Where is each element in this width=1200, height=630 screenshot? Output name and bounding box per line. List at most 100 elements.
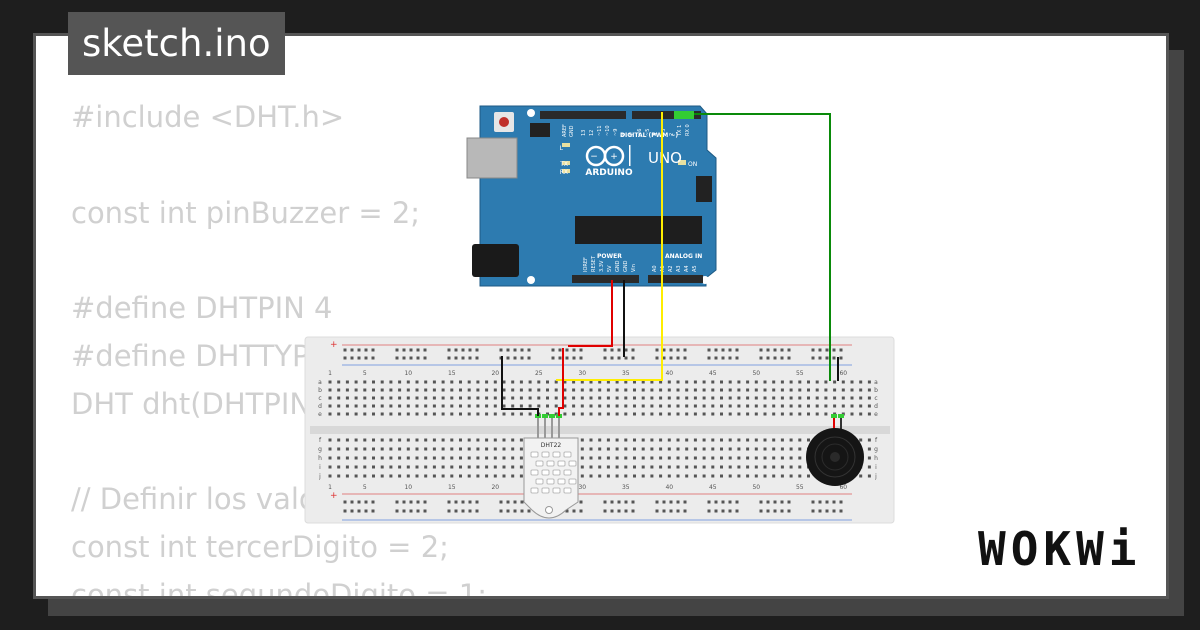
- breadboard[interactable]: + + 115510101515202025253030353540404545…: [304, 336, 895, 524]
- code-line: #define DHTPIN 4: [71, 291, 333, 326]
- code-line: const int pinBuzzer = 2;: [71, 195, 421, 230]
- column-number: 55: [796, 370, 804, 377]
- analog-pin-label: A4: [684, 265, 690, 272]
- digital-pin-label: 13: [581, 130, 587, 136]
- row-letter: c: [318, 395, 321, 402]
- digital-pin-label: 2: [669, 133, 675, 136]
- column-number: 25: [535, 370, 543, 377]
- icsp-header-2: [696, 176, 712, 202]
- row-letter: h: [874, 455, 878, 462]
- code-line: #include <DHT.h>: [71, 100, 345, 134]
- svg-text:+: +: [330, 340, 338, 350]
- wire-buzzer-pin2: [676, 113, 831, 381]
- column-number: 30: [578, 484, 586, 491]
- column-number: 10: [404, 484, 412, 491]
- wires: [501, 111, 839, 416]
- analog-header-label: ANALOG IN: [665, 253, 702, 260]
- row-letter: e: [874, 411, 878, 418]
- column-number: 50: [752, 370, 760, 377]
- row-letter: g: [874, 446, 878, 453]
- row-letter: a: [318, 379, 322, 386]
- usb-port: [466, 137, 518, 179]
- analog-pin-label: A5: [692, 265, 698, 272]
- row-letter: f: [319, 437, 322, 444]
- digital-pin-label: 12: [589, 130, 595, 136]
- row-letter: i: [319, 464, 321, 471]
- column-number: 60: [839, 370, 847, 377]
- gnd-label: GND: [569, 125, 575, 137]
- header-left: [540, 111, 626, 119]
- l-led-label: L: [560, 145, 564, 152]
- row-letter: b: [318, 387, 322, 394]
- column-number: 1: [328, 484, 332, 491]
- row-letter: f: [875, 437, 878, 444]
- column-number: 60: [839, 484, 847, 491]
- wokwi-logo: WOKWi: [978, 522, 1142, 576]
- digital-header-label: DIGITAL (PWM ~): [620, 132, 678, 139]
- column-number: 5: [363, 370, 367, 377]
- wire-vcc-dht: [558, 348, 564, 416]
- digital-pin-label: ~3: [661, 129, 667, 136]
- buzzer[interactable]: [806, 414, 864, 486]
- power-pin-label: IOREF: [583, 257, 589, 272]
- column-number: 50: [752, 484, 760, 491]
- row-letter: d: [318, 403, 322, 410]
- svg-text:−: −: [590, 152, 598, 162]
- column-number: 20: [491, 484, 499, 491]
- tx-led-label: TX: [559, 161, 568, 168]
- digital-pin-label: ~9: [613, 129, 619, 136]
- arduino-uno-board[interactable]: − + UNO ARDUINO DIGITAL (PWM ~) POWER AN…: [466, 105, 717, 287]
- file-tab-title[interactable]: sketch.ino: [68, 12, 285, 75]
- row-letter: j: [874, 473, 877, 480]
- code-line: const int tercerDigito = 2;: [71, 530, 449, 565]
- rx-led-label: RX: [560, 169, 568, 176]
- board-name: ARDUINO: [585, 168, 633, 178]
- column-number: 35: [622, 370, 630, 377]
- column-number: 35: [622, 484, 630, 491]
- row-letter: e: [318, 411, 322, 418]
- digital-pin-label: 4: [653, 133, 659, 136]
- digital-pin-label: ~5: [645, 129, 651, 136]
- power-pin-label: Vin: [631, 264, 637, 272]
- row-letter: a: [874, 379, 878, 386]
- breadboard-column-numbers: 1155101015152020252530303535404045455050…: [328, 370, 847, 491]
- row-letter: d: [874, 403, 878, 410]
- digital-pin-label: ~6: [637, 129, 643, 136]
- digital-pin-label: ~10: [605, 125, 611, 136]
- column-number: 10: [404, 370, 412, 377]
- icsp-header: [530, 123, 550, 137]
- wire-gnd-dht: [501, 356, 539, 416]
- code-line: const int segundoDigito = 1;: [71, 577, 487, 599]
- atmega-chip: [575, 216, 702, 244]
- svg-text:+: +: [610, 152, 618, 162]
- power-pin-label: GND: [615, 260, 621, 272]
- column-number: 30: [578, 370, 586, 377]
- header-analog: [648, 275, 703, 283]
- column-number: 5: [363, 484, 367, 491]
- wire-5v: [568, 280, 613, 347]
- row-letter: b: [874, 387, 878, 394]
- digital-pin-label: 8: [621, 133, 627, 136]
- digital-pin-label: TX 1: [677, 125, 683, 137]
- digital-pin-label: RX 0: [685, 124, 691, 136]
- power-pin-label: RESET: [591, 255, 597, 272]
- analog-pin-label: A2: [668, 265, 674, 272]
- power-pin-label: 3.3V: [599, 260, 605, 272]
- power-jack: [472, 244, 519, 277]
- analog-pin-label: A0: [652, 265, 658, 272]
- power-header-label: POWER: [597, 253, 622, 260]
- digital-pin-label: 7: [629, 133, 635, 136]
- header-digital: [632, 111, 701, 119]
- digital-pin-label: ~11: [597, 125, 603, 136]
- column-number: 45: [709, 484, 717, 491]
- column-number: 45: [709, 370, 717, 377]
- header-power: [572, 275, 639, 283]
- row-letter: i: [875, 464, 877, 471]
- dht22-label: DHT22: [541, 442, 562, 449]
- svg-text:+: +: [330, 491, 338, 501]
- dht22-grill: [530, 451, 577, 494]
